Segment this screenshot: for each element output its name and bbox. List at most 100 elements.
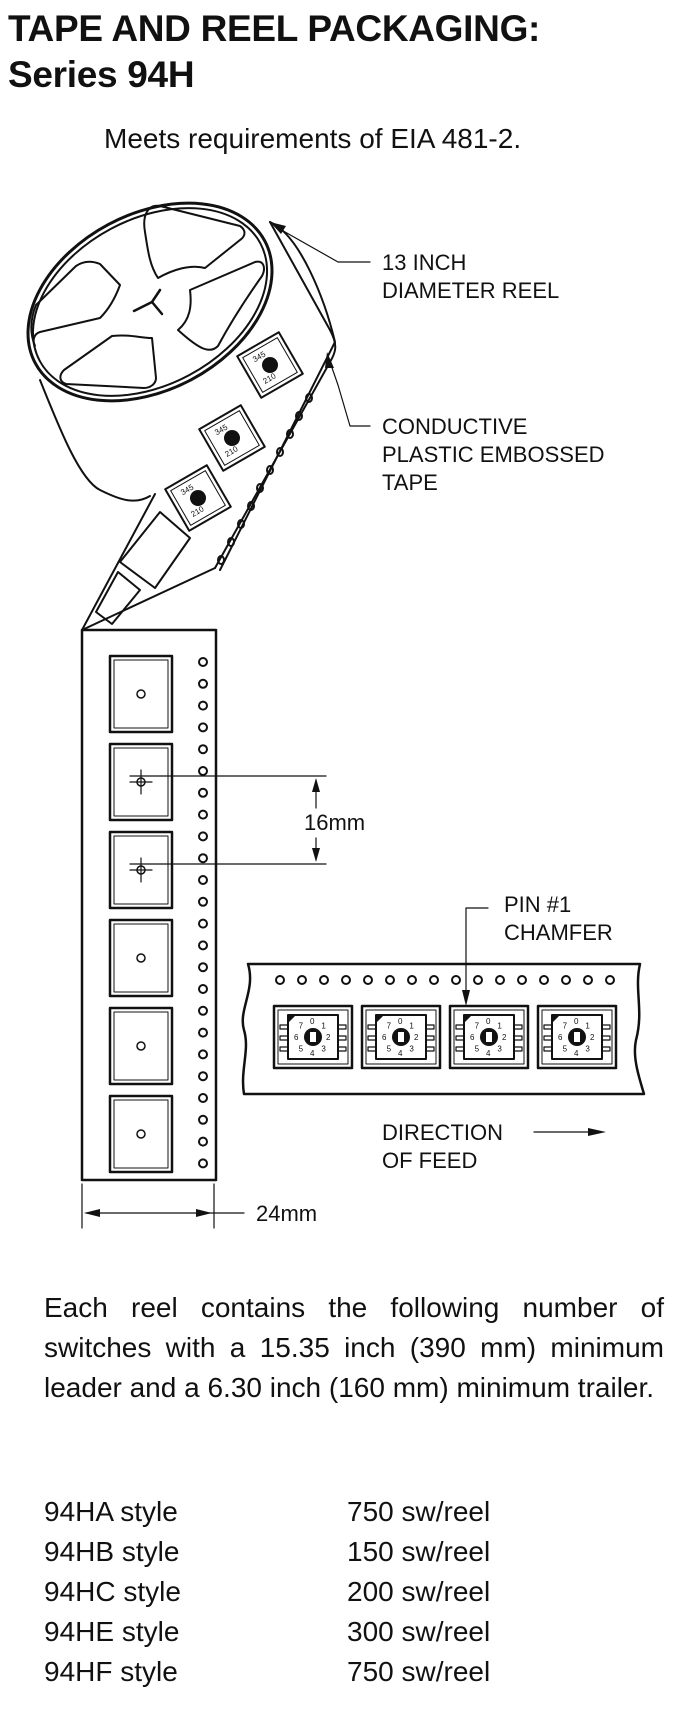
subtitle: Meets requirements of EIA 481-2. bbox=[104, 123, 522, 154]
title-line-2: Series 94H bbox=[8, 54, 195, 95]
sprocket-hole bbox=[429, 975, 439, 985]
sprocket-hole bbox=[198, 962, 208, 973]
dial-digit: 6 bbox=[470, 1033, 475, 1042]
dial-digit: 3 bbox=[497, 1044, 502, 1053]
pin1-chamfer-icon bbox=[376, 1015, 384, 1023]
dial-digit: 4 bbox=[310, 1049, 315, 1058]
dial-digit: 4 bbox=[398, 1049, 403, 1058]
reel-callout-leader bbox=[277, 227, 371, 263]
sprocket-hole bbox=[198, 918, 208, 929]
sprocket-hole bbox=[198, 875, 208, 885]
sprocket-hole bbox=[198, 1071, 208, 1082]
sprocket-hole bbox=[583, 975, 593, 985]
sprocket-hole bbox=[198, 766, 208, 776]
switches-per-reel: 750 sw/reel bbox=[347, 1656, 491, 1687]
tape-fold bbox=[81, 567, 216, 631]
dial-digit: 2 bbox=[590, 1033, 595, 1042]
style-name: 94HC style bbox=[44, 1576, 181, 1607]
vertical-pockets bbox=[108, 654, 174, 1174]
sprocket-hole bbox=[198, 700, 208, 711]
sprocket-hole bbox=[297, 975, 307, 985]
sprocket-hole bbox=[198, 1049, 208, 1060]
tape-label-line-1: CONDUCTIVE bbox=[382, 414, 527, 439]
switches-per-reel: 150 sw/reel bbox=[347, 1536, 491, 1567]
dial-digit: 0 bbox=[398, 1017, 403, 1026]
sprocket-hole bbox=[473, 975, 483, 985]
pitch-label: 16mm bbox=[304, 810, 365, 835]
dial-digit: 1 bbox=[321, 1022, 326, 1031]
sprocket-hole bbox=[539, 975, 549, 985]
reel-label-line-1: 13 INCH bbox=[382, 250, 466, 275]
quantity-row: 94HF style 750 sw/reel bbox=[44, 1652, 490, 1692]
pin1-chamfer-icon bbox=[552, 1015, 560, 1023]
page-title: TAPE AND REEL PACKAGING: Series 94H bbox=[8, 6, 540, 98]
diagonal-switch: 345 210 bbox=[164, 464, 232, 532]
reel-callout-arrowhead bbox=[270, 222, 286, 234]
tape-pocket bbox=[108, 830, 174, 910]
reel-side bbox=[269, 221, 331, 331]
dial-digit: 0 bbox=[486, 1017, 491, 1026]
dial-digit: 3 bbox=[409, 1044, 414, 1053]
horizontal-sprocket-holes bbox=[275, 975, 615, 985]
dial-digit: 4 bbox=[574, 1049, 579, 1058]
tape-label-line-2: PLASTIC EMBOSSED bbox=[382, 442, 605, 467]
dial-digit: 0 bbox=[574, 1017, 579, 1026]
dial-digit: 7 bbox=[299, 1022, 304, 1031]
style-name: 94HE style bbox=[44, 1616, 180, 1647]
sprocket-hole bbox=[495, 975, 505, 985]
tape-pocket bbox=[108, 1094, 174, 1174]
dial-digit: 0 bbox=[310, 1017, 315, 1026]
dial-digit: 2 bbox=[414, 1033, 419, 1042]
quantity-row: 94HB style 150 sw/reel bbox=[44, 1532, 490, 1572]
style-name: 94HF style bbox=[44, 1656, 178, 1687]
sprocket-hole bbox=[198, 744, 208, 755]
sprocket-hole bbox=[198, 853, 208, 864]
sprocket-hole bbox=[275, 975, 285, 985]
style-name: 94HB style bbox=[44, 1536, 180, 1567]
sprocket-hole bbox=[198, 1114, 208, 1125]
reel-window bbox=[143, 204, 246, 279]
sprocket-hole bbox=[198, 1005, 208, 1016]
dial-digit: 5 bbox=[387, 1044, 392, 1053]
sprocket-hole bbox=[407, 975, 417, 985]
pin-callout-leader bbox=[465, 907, 489, 997]
dial-digit: 4 bbox=[486, 1049, 491, 1058]
dial-digit: 2 bbox=[502, 1033, 507, 1042]
sprocket-hole bbox=[198, 809, 208, 820]
reel-window bbox=[59, 334, 157, 389]
sprocket-hole bbox=[385, 975, 395, 985]
description-paragraph: Each reel contains the following number … bbox=[44, 1292, 664, 1403]
feed-label-line-1: DIRECTION bbox=[382, 1120, 503, 1145]
sprocket-hole bbox=[198, 678, 208, 689]
dial-digit: 6 bbox=[558, 1033, 563, 1042]
tape-label-line-3: TAPE bbox=[382, 470, 438, 495]
width-label: 24mm bbox=[256, 1201, 317, 1226]
feed-label-line-2: OF FEED bbox=[382, 1148, 477, 1173]
reel-flange-inner bbox=[31, 207, 269, 397]
tape-reel-diagram: 345 210 345 210 345 210 bbox=[26, 201, 646, 1229]
empty-pocket bbox=[119, 511, 191, 589]
pin-label-line-1: PIN #1 bbox=[504, 892, 571, 917]
dial-digit: 3 bbox=[585, 1044, 590, 1053]
style-name: 94HA style bbox=[44, 1496, 178, 1527]
tape-pocket bbox=[108, 654, 174, 734]
empty-pocket bbox=[95, 571, 141, 625]
pocket-hole bbox=[136, 953, 146, 963]
reel-body bbox=[39, 379, 151, 502]
pin1-chamfer-icon bbox=[464, 1015, 472, 1023]
width-dimension bbox=[81, 1183, 245, 1229]
dial-digit: 6 bbox=[382, 1033, 387, 1042]
dial-digit: 5 bbox=[563, 1044, 568, 1053]
dial-digit: 3 bbox=[321, 1044, 326, 1053]
dial-digit: 7 bbox=[475, 1022, 480, 1031]
pocket-hole bbox=[136, 1041, 146, 1051]
diagonal-switch: 345 210 bbox=[236, 331, 304, 399]
title-line-1: TAPE AND REEL PACKAGING: bbox=[8, 8, 541, 49]
